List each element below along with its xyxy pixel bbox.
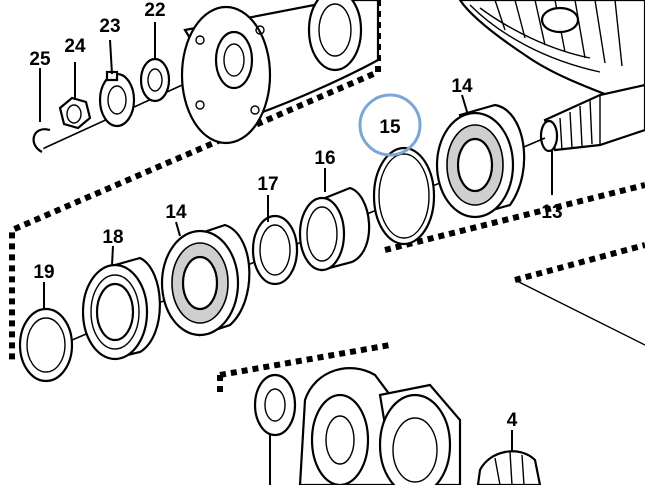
callout-19: 19 <box>33 262 54 283</box>
leader-lines <box>39 22 553 452</box>
o-ring-15 <box>372 146 436 246</box>
callout-16: 16 <box>314 148 335 169</box>
callout-4: 4 <box>507 410 518 431</box>
callout-14-right: 14 <box>451 76 473 97</box>
bevel-gear <box>458 0 645 112</box>
spacer-16 <box>298 186 371 272</box>
callout-13: 13 <box>541 202 562 223</box>
nut-24 <box>58 96 92 130</box>
callout-17: 17 <box>257 174 278 195</box>
bearing-14-left <box>160 223 251 337</box>
lock-washer-23 <box>98 70 136 128</box>
differential-housing <box>253 367 542 485</box>
callout-18: 18 <box>102 227 123 248</box>
callout-24: 24 <box>64 36 86 57</box>
callout-labels: 25 24 23 22 15 14 13 16 17 14 18 19 4 <box>29 0 562 431</box>
callout-22: 22 <box>144 0 165 21</box>
callout-15-highlight-circle <box>358 93 422 157</box>
washer-22 <box>139 57 171 103</box>
pinion-shaft <box>539 83 645 153</box>
callout-25: 25 <box>29 49 51 70</box>
seal-18 <box>81 256 161 361</box>
callout-23: 23 <box>99 16 120 37</box>
seal-19 <box>18 307 74 383</box>
bearing-14-right <box>435 103 526 219</box>
callout-15: 15 <box>379 117 401 138</box>
circlip-25 <box>32 128 51 153</box>
shim-17 <box>251 214 299 286</box>
companion-flange <box>180 0 380 145</box>
callout-14-left: 14 <box>165 202 187 223</box>
